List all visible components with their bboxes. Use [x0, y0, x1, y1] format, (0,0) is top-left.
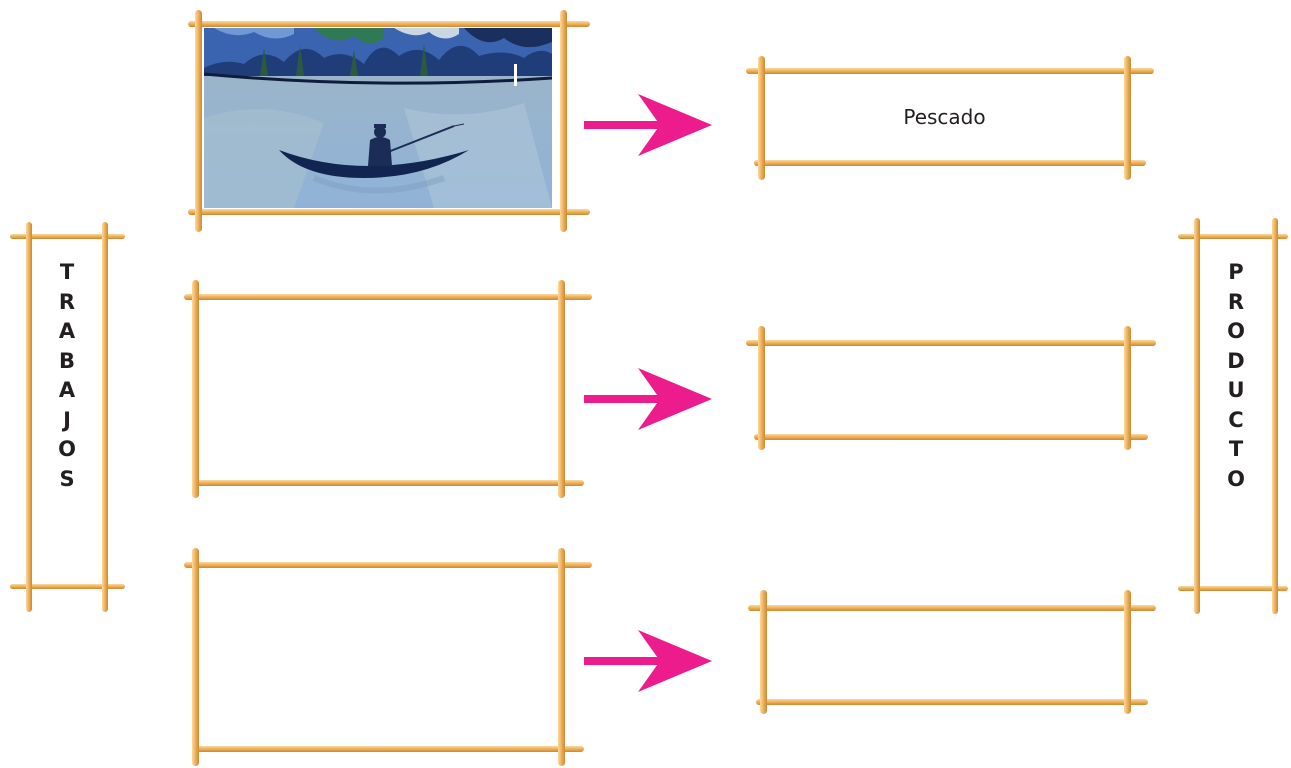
job-frame-2: [184, 280, 592, 498]
bamboo-frame-decoration: [188, 10, 590, 232]
right-title-letter: O: [1227, 466, 1245, 491]
arrow-right-icon: [584, 630, 712, 692]
job-illustration-fisherman: [204, 28, 552, 208]
left-title-letter: J: [63, 407, 71, 432]
bamboo-frame-decoration: [184, 280, 592, 498]
right-title-letter: R: [1227, 289, 1245, 314]
right-title-letter: O: [1227, 319, 1245, 343]
right-title-letter: P: [1228, 260, 1244, 284]
right-title: P R O D U C T O: [1200, 258, 1272, 494]
left-title-letter: S: [59, 466, 75, 491]
left-title-letter: A: [58, 319, 76, 343]
left-title-frame: T R A B A J O S: [10, 222, 125, 612]
right-title-letter: T: [1228, 437, 1244, 461]
left-title-letter: B: [58, 348, 75, 373]
left-title: T R A B A J O S: [32, 258, 102, 494]
left-title-letter: O: [58, 437, 76, 461]
fisherman-canoe-illustration: [204, 28, 552, 208]
product-cell-2: [765, 346, 1124, 434]
bamboo-frame-decoration: [10, 222, 125, 612]
arrow-right-icon: [584, 94, 712, 156]
left-title-letter: A: [58, 378, 76, 402]
product-cell-1: Pescado: [765, 74, 1124, 160]
product-frame-2: [746, 326, 1156, 450]
bamboo-frame-decoration: [184, 548, 592, 766]
left-title-letter: R: [58, 289, 76, 314]
right-title-frame: P R O D U C T O: [1178, 218, 1288, 614]
product-frame-3: [748, 590, 1156, 714]
product-cell-3: [767, 611, 1124, 699]
product-frame-1: Pescado: [746, 56, 1154, 180]
right-title-letter: C: [1228, 407, 1244, 432]
job-frame-3: [184, 548, 592, 766]
arrow-right-icon: [584, 368, 712, 430]
job-frame-1: [188, 10, 590, 232]
right-title-letter: U: [1227, 378, 1245, 402]
bamboo-frame-decoration: [746, 326, 1156, 450]
left-title-letter: T: [59, 260, 75, 284]
bamboo-frame-decoration: [748, 590, 1156, 714]
bamboo-frame-decoration: [1178, 218, 1288, 614]
product-label: Pescado: [903, 105, 986, 129]
right-title-letter: D: [1227, 348, 1245, 373]
bamboo-frame-decoration: [746, 56, 1154, 180]
